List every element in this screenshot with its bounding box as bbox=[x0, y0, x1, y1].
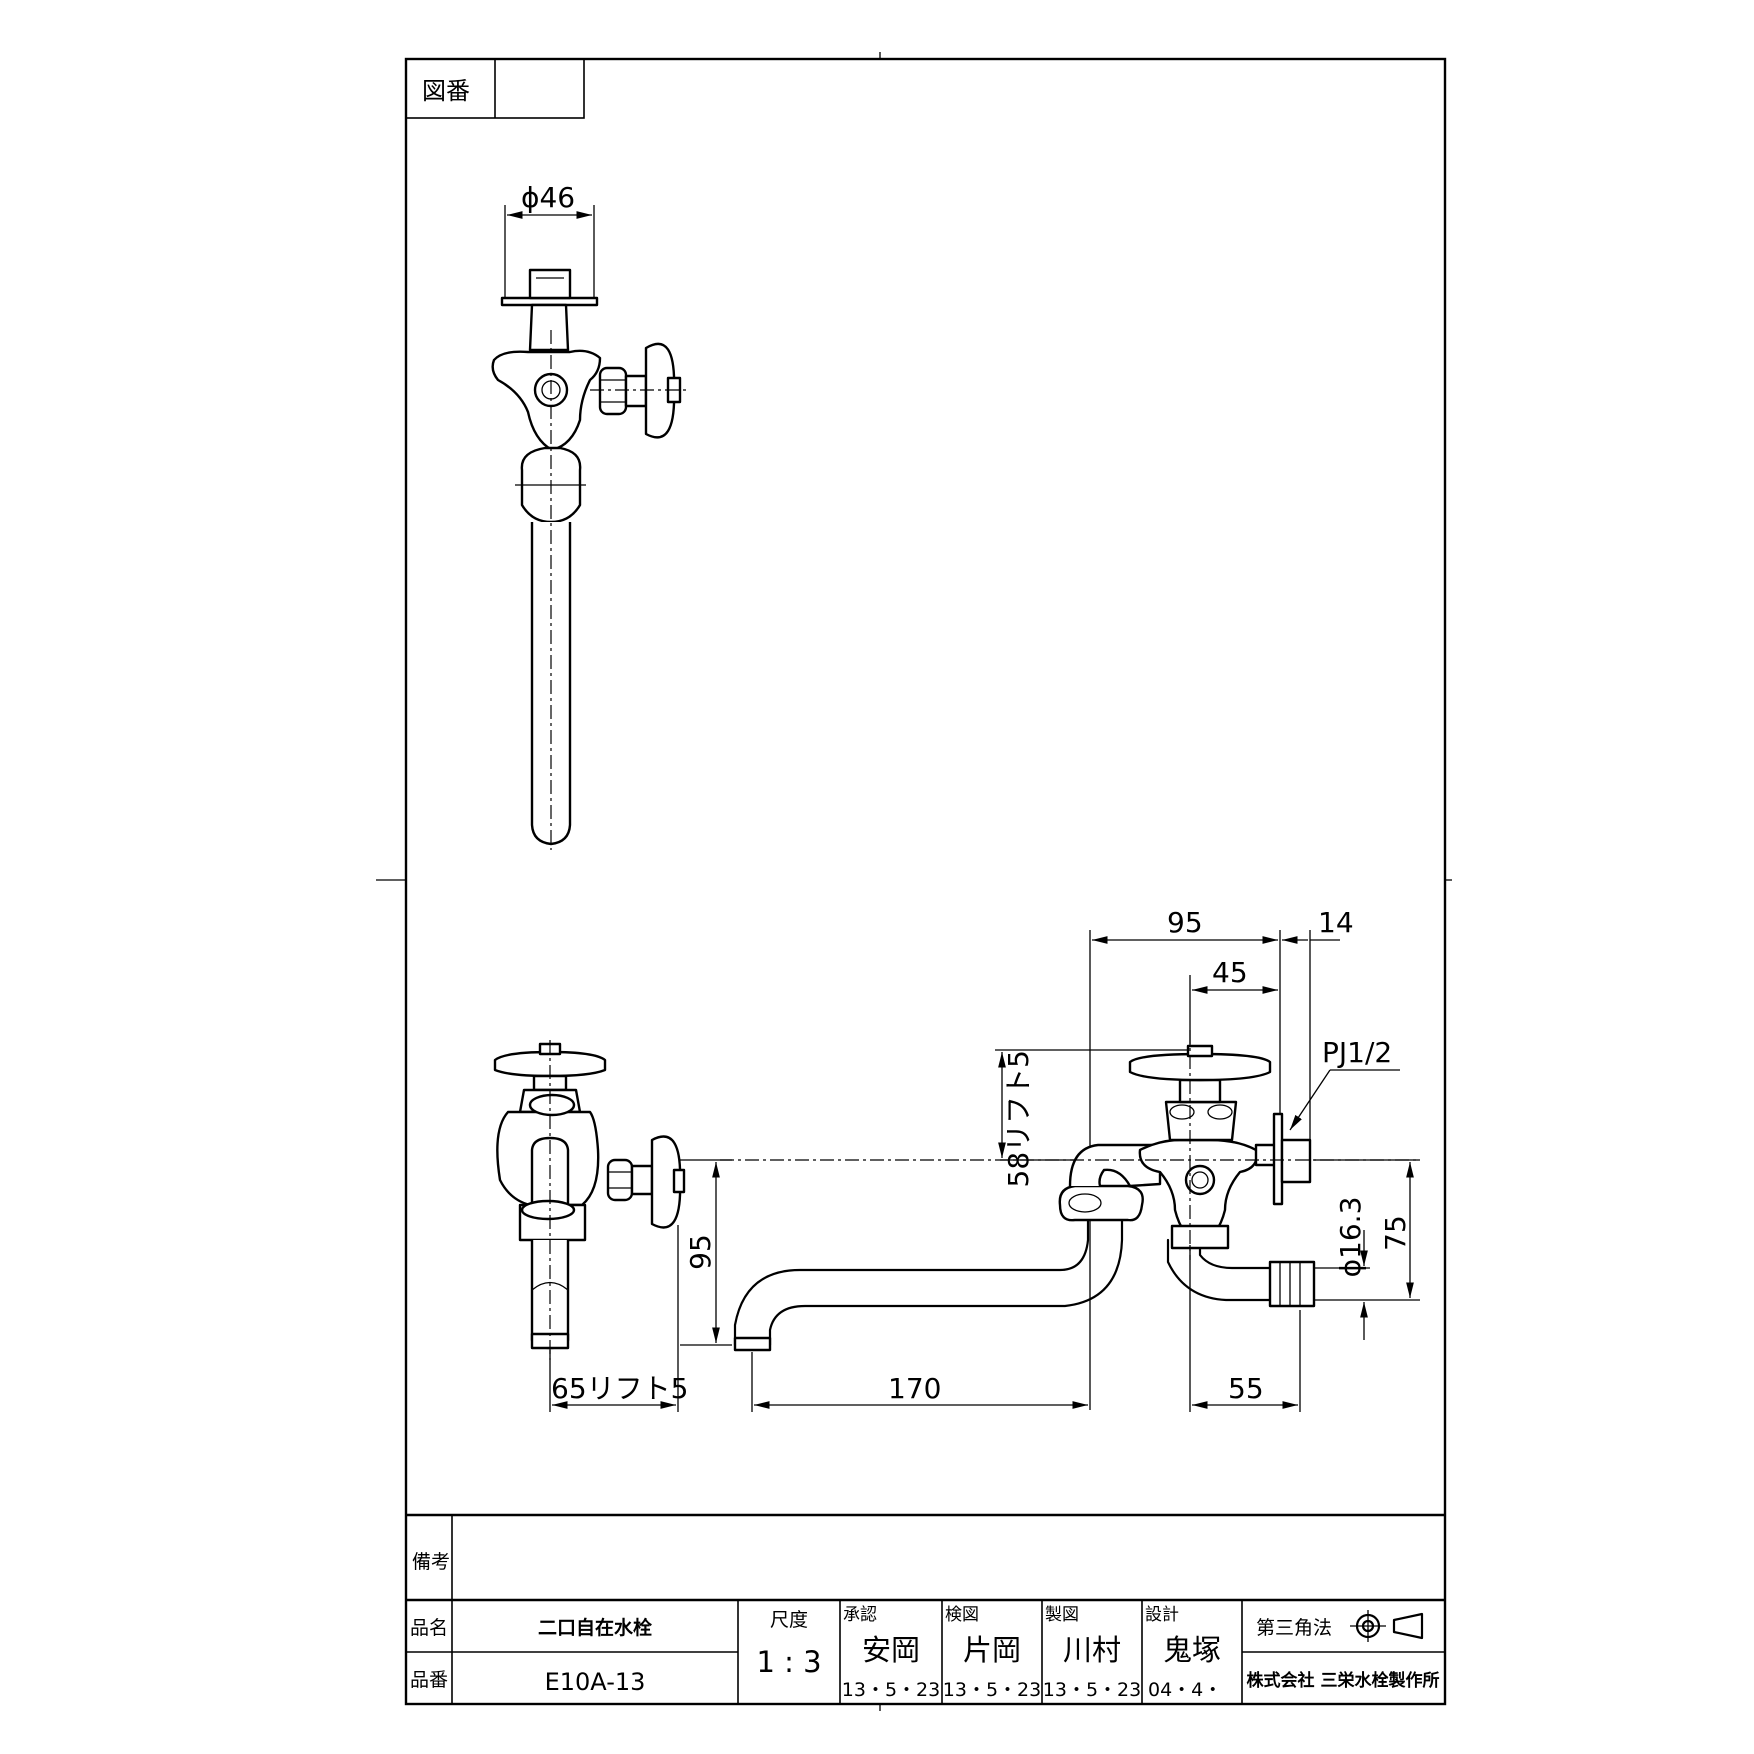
drawn-label: 製図 bbox=[1045, 1605, 1079, 1625]
dim-offset-55: 55 bbox=[1228, 1372, 1264, 1405]
product-name-label: 品名 bbox=[410, 1617, 448, 1639]
company-name: 株式会社 三栄水栓製作所 bbox=[1247, 1670, 1440, 1691]
approved-label: 承認 bbox=[843, 1605, 877, 1625]
top-view bbox=[491, 205, 690, 850]
drawn-name: 川村 bbox=[1063, 1633, 1121, 1667]
dim-spout-170: 170 bbox=[888, 1372, 941, 1405]
dim-top-95: 95 bbox=[1167, 906, 1203, 939]
drawing-number-label: 図番 bbox=[422, 77, 470, 105]
dim-height-75: 75 bbox=[1379, 1215, 1412, 1251]
dim-diameter-46: ϕ46 bbox=[521, 181, 575, 214]
dim-inner-45: 45 bbox=[1212, 956, 1248, 989]
title-block bbox=[406, 1513, 1445, 1704]
dim-top-14: 14 bbox=[1318, 906, 1354, 939]
designed-date: 04・4・ bbox=[1148, 1679, 1222, 1701]
projection-label: 第三角法 bbox=[1256, 1617, 1332, 1639]
checked-name: 片岡 bbox=[963, 1633, 1021, 1667]
dim-height-95: 95 bbox=[684, 1234, 717, 1270]
dim-lift-58: 58リフト5 bbox=[1002, 1050, 1035, 1187]
side-view bbox=[493, 1040, 686, 1412]
product-number: E10A-13 bbox=[545, 1668, 646, 1696]
approved-date: 13・5・23 bbox=[842, 1679, 940, 1701]
approved-name: 安岡 bbox=[862, 1633, 920, 1667]
checked-label: 検図 bbox=[945, 1605, 979, 1625]
dim-width-65-lift: 65リフト5 bbox=[551, 1372, 688, 1405]
front-view bbox=[680, 930, 1420, 1412]
dim-hose-diameter: ϕ16.3 bbox=[1334, 1197, 1367, 1278]
checked-date: 13・5・23 bbox=[943, 1679, 1041, 1701]
dim-thread-pj: PJ1/2 bbox=[1322, 1036, 1392, 1069]
scale-label: 尺度 bbox=[770, 1609, 808, 1631]
sheet-frame bbox=[376, 52, 1452, 1711]
designed-name: 鬼塚 bbox=[1163, 1633, 1221, 1667]
remarks-label: 備考 bbox=[412, 1551, 450, 1573]
scale-value: 1 : 3 bbox=[756, 1645, 821, 1679]
drawn-date: 13・5・23 bbox=[1043, 1679, 1141, 1701]
product-number-label: 品番 bbox=[410, 1669, 448, 1691]
designed-label: 設計 bbox=[1145, 1605, 1179, 1625]
product-name: 二口自在水栓 bbox=[538, 1616, 652, 1639]
